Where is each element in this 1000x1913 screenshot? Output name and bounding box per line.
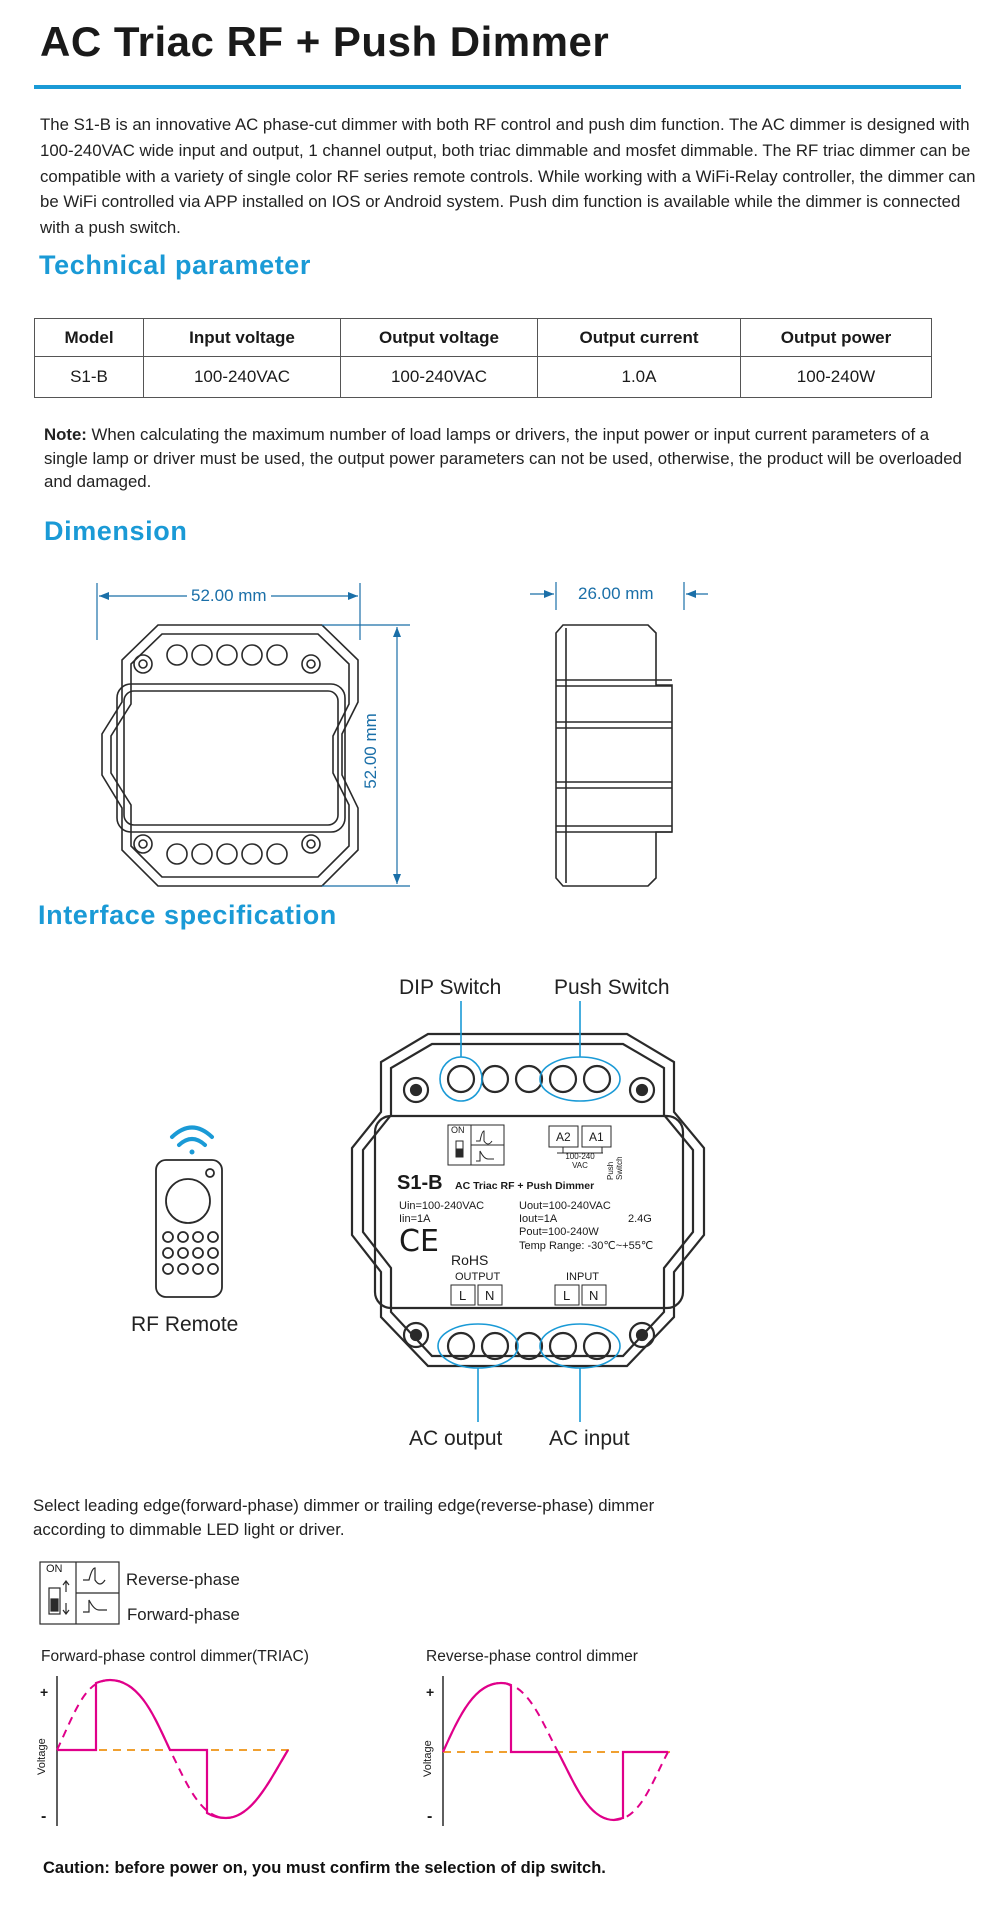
- forward-chart-title: Forward-phase control dimmer(TRIAC): [41, 1648, 309, 1665]
- dip-switch-label: DIP Switch: [399, 976, 502, 999]
- dimmer-select-line-2: according to dimmable LED light or drive…: [33, 1519, 345, 1539]
- forward-phase-label: Forward-phase: [127, 1605, 240, 1624]
- intro-paragraph: The S1-B is an innovative AC phase-cut d…: [40, 115, 976, 238]
- device-iin: Iin=1A: [399, 1213, 431, 1225]
- forward-plus-label: +: [40, 1684, 49, 1700]
- forward-dimmed-wave: [57, 1678, 289, 1820]
- device-uin: Uin=100-240VAC: [399, 1200, 485, 1212]
- dimension-front-view: [96, 583, 410, 887]
- device-model-desc: AC Triac RF + Push Dimmer: [455, 1180, 595, 1192]
- dimension-side-view: [530, 582, 708, 887]
- device-pout: Pout=100-240W: [519, 1226, 599, 1238]
- reverse-phase-label: Reverse-phase: [126, 1570, 240, 1589]
- device-a2-label: A2: [556, 1130, 571, 1144]
- phase-on-label: ON: [46, 1563, 63, 1575]
- reverse-chart-title: Reverse-phase control dimmer: [426, 1648, 638, 1665]
- dimmer-select-line-1: Select leading edge(forward-phase) dimme…: [33, 1496, 655, 1515]
- table-header-row: Model Input voltage Output voltage Outpu…: [34, 318, 932, 357]
- table-header-cell: Output power: [740, 318, 932, 357]
- note-paragraph: Note: When calculating the maximum numbe…: [44, 423, 964, 494]
- forward-minus-label: -: [41, 1808, 47, 1825]
- table-cell: 100-240VAC: [143, 356, 341, 398]
- device-vac-label: 100-240 VAC: [565, 1152, 595, 1170]
- page-title: AC Triac RF + Push Dimmer: [40, 18, 610, 65]
- table-header-cell: Input voltage: [143, 318, 341, 357]
- table-cell: 100-240VAC: [340, 356, 538, 398]
- reverse-minus-label: -: [427, 1808, 433, 1825]
- dimmer-select-text: Select leading edge(forward-phase) dimme…: [33, 1494, 654, 1541]
- device-input-label: INPUT: [566, 1271, 599, 1283]
- device-rohs: RoHS: [451, 1252, 489, 1268]
- rf-remote-label: RF Remote: [131, 1313, 239, 1336]
- device-uout: Uout=100-240VAC: [519, 1200, 611, 1212]
- section-dimension: Dimension: [44, 516, 188, 546]
- device-temp: Temp Range: -30℃~+55℃: [519, 1240, 654, 1252]
- table-cell: 100-240W: [740, 356, 932, 398]
- ac-output-label: AC output: [409, 1427, 503, 1450]
- device-output-l: L: [459, 1288, 467, 1303]
- title-rule: [34, 85, 961, 89]
- device-model-label: S1-B: [397, 1172, 443, 1194]
- ac-input-label: AC input: [549, 1427, 630, 1450]
- section-interface-specification: Interface specification: [38, 900, 337, 930]
- device-input-n: N: [589, 1288, 599, 1303]
- table-cell: S1-B: [34, 356, 144, 398]
- table-row: S1-B 100-240VAC 100-240VAC 1.0A 100-240W: [34, 356, 932, 398]
- reverse-dimmed-wave: [441, 1681, 668, 1822]
- caution-text: Caution: before power on, you must confi…: [43, 1859, 606, 1877]
- section-technical-parameter: Technical parameter: [39, 250, 312, 280]
- table-header-cell: Model: [34, 318, 144, 357]
- note-label: Note:: [44, 425, 87, 444]
- dimension-width-label: 52.00 mm: [187, 586, 271, 606]
- note-text: When calculating the maximum number of l…: [44, 425, 962, 491]
- push-switch-label: Push Switch: [554, 976, 670, 999]
- reverse-ylabel: Voltage: [422, 1740, 434, 1777]
- device-input-l: L: [563, 1288, 571, 1303]
- ce-mark-icon: CE: [399, 1224, 439, 1259]
- spec-table: Model Input voltage Output voltage Outpu…: [34, 318, 932, 398]
- dimension-depth-label: 26.00 mm: [578, 584, 654, 603]
- table-cell: 1.0A: [537, 356, 741, 398]
- device-freq: 2.4G: [628, 1213, 652, 1225]
- wifi-signal-icon: [170, 1125, 214, 1155]
- device-a1-label: A1: [589, 1130, 604, 1144]
- device-iout: Iout=1A: [519, 1213, 558, 1225]
- device-output-label: OUTPUT: [455, 1271, 501, 1283]
- device-output-n: N: [485, 1288, 495, 1303]
- table-header-cell: Output voltage: [340, 318, 538, 357]
- reverse-plus-label: +: [426, 1684, 435, 1700]
- device-on-label: ON: [451, 1125, 465, 1135]
